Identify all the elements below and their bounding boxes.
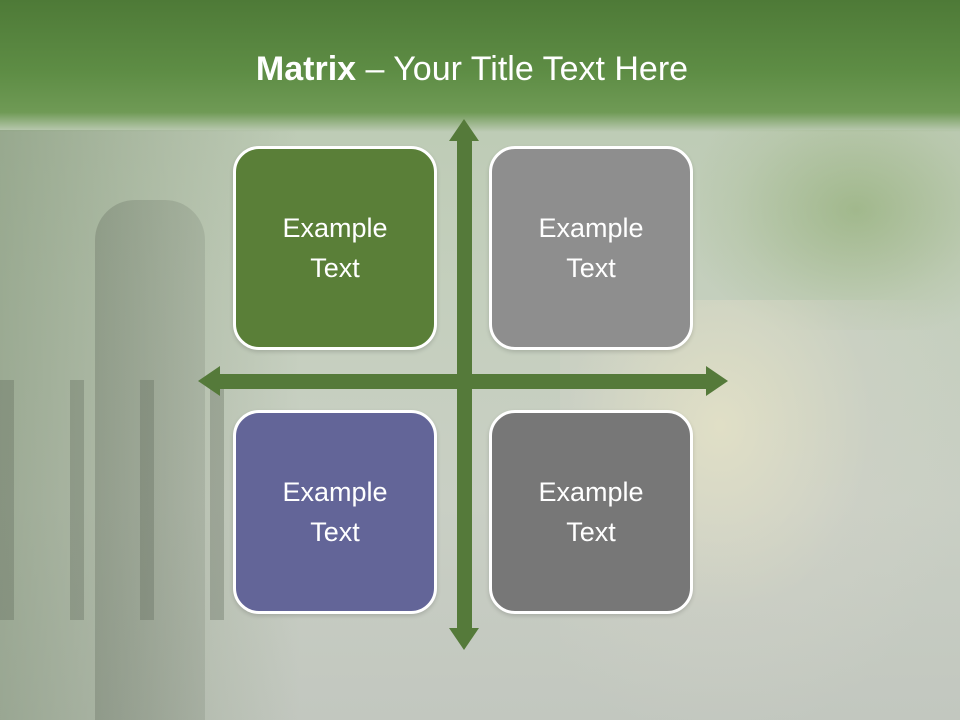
- slide-title[interactable]: Matrix – Your Title Text Here: [0, 50, 944, 89]
- arrowhead-left-icon: [198, 366, 220, 396]
- background-trees-right: [700, 130, 960, 330]
- background-tree-trunk: [95, 200, 205, 720]
- quadrant-top-left-text: Example Text: [282, 213, 388, 283]
- arrowhead-down-icon: [449, 628, 479, 650]
- quadrant-bottom-right-text: Example Text: [538, 477, 644, 547]
- quadrant-bottom-left-text: Example Text: [282, 477, 388, 547]
- title-rest-part: – Your Title Text Here: [356, 50, 689, 88]
- quadrant-bottom-left[interactable]: Example Text: [233, 410, 437, 614]
- quadrant-bottom-right[interactable]: Example Text: [489, 410, 693, 614]
- title-bold-part: Matrix: [255, 50, 357, 88]
- quadrant-top-left[interactable]: Example Text: [233, 146, 437, 350]
- horizontal-axis-arrow: [218, 374, 708, 389]
- quadrant-top-right-text: Example Text: [538, 213, 644, 283]
- arrowhead-up-icon: [449, 119, 479, 141]
- quadrant-top-right[interactable]: Example Text: [489, 146, 693, 350]
- title-band: [0, 0, 960, 132]
- arrowhead-right-icon: [706, 366, 728, 396]
- background-fence: [0, 380, 230, 620]
